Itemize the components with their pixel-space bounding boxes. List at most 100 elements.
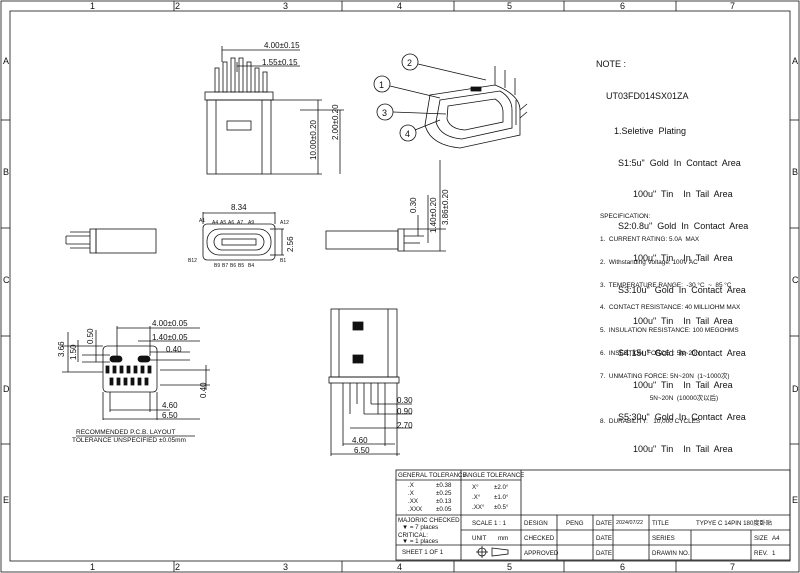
dim-label: 0.30 — [397, 396, 413, 405]
col-label: 4 — [397, 562, 402, 572]
ang-tol-key: X° — [472, 484, 479, 491]
plating-line: 100u" Tin In Tail Area — [618, 380, 733, 390]
dim-label: 0.40 — [166, 345, 182, 354]
specification-block: SPECIFICATION: 1. CURRENT RATING: 5.0A M… — [600, 198, 740, 433]
pcb-tolerance: TOLERANCE UNSPECIFIED ±0.05mm — [72, 437, 186, 444]
major-checked: MAJOR/IC CHECKED — [398, 517, 460, 524]
pin-label: A12 — [280, 220, 289, 226]
spec-item: 4. CONTACT RESISTANCE: 40 MILLIOHM MAX — [600, 304, 741, 312]
unit-value: mm — [498, 535, 509, 542]
dim-label: 4.00±0.15 — [264, 41, 300, 50]
pin-label: B5 — [238, 263, 244, 269]
ang-tol-key: .XX° — [472, 504, 485, 511]
pin-label: B9 — [214, 263, 220, 269]
gen-tol-key: .X — [408, 490, 414, 497]
row-label: B — [3, 167, 9, 177]
plating-line: 100u" Tin In Tail Area — [618, 189, 733, 200]
dim-label: 8.34 — [231, 203, 247, 212]
gen-tol-key: .XX — [408, 498, 418, 505]
col-label: 5 — [507, 1, 512, 11]
dim-label: 0.40 — [199, 382, 208, 398]
col-label: 3 — [283, 1, 288, 11]
series-label: SERIES — [652, 535, 675, 542]
gen-tol-key: .X — [408, 482, 414, 489]
date-label: DATE — [596, 520, 613, 527]
drawing-number-label: DRAWIN NO. — [652, 550, 690, 557]
callout-number: 3 — [382, 108, 387, 118]
dim-label: 2.00±0.20 — [331, 104, 340, 140]
ang-tol-value: ±0.5° — [494, 504, 509, 511]
row-label: D — [3, 384, 10, 394]
row-label: E — [792, 495, 798, 505]
col-label: 4 — [397, 1, 402, 11]
spec-item: 3. TEMPERATURE RANGE: -30 °C ~ 85 °C — [600, 281, 732, 289]
rev-label: REV. — [754, 550, 768, 557]
critical-label: CRITICAL: — [398, 532, 428, 539]
plating-line: S4:15u" Gold In Contact Area — [618, 348, 746, 359]
checked-label: CHECKED — [524, 535, 555, 542]
design-label: DESIGN — [524, 520, 548, 527]
plating-line: 100u" Tin In Tail Area — [618, 316, 733, 327]
pin-label: A4 — [212, 220, 218, 226]
dim-label: 1.40±0.20 — [429, 197, 438, 233]
spec-item: 7. UNMATING FORCE: 5N~20N (1~1000次) — [600, 372, 730, 380]
ang-tol-key: .X° — [472, 494, 481, 501]
dim-label: 0.90 — [397, 407, 413, 416]
dim-label: 2.56 — [286, 236, 295, 252]
plating-line: S2:0.8u" Gold In Contact Area — [618, 221, 749, 232]
pin-label: A1 — [199, 218, 205, 224]
sheet-label: SHEET 1 OF 1 — [402, 549, 444, 556]
spec-item: 2. Withstanding Voltage: 100V AC — [600, 258, 698, 266]
spec-item: 6. INSERTION FORCE : 5N~20N — [600, 349, 701, 357]
title-value: TYPYE C 14PIN 180度卧贴 — [696, 520, 772, 527]
ang-tol-value: ±2.0° — [494, 484, 509, 491]
critical-places: ▼ = 1 places — [402, 538, 439, 545]
dim-label: 1.40±0.05 — [152, 333, 188, 342]
date-label: DATE — [596, 535, 613, 542]
pin-label: A7 — [237, 220, 243, 226]
spec-title: SPECIFICATION: — [600, 213, 651, 221]
left-side-view — [65, 228, 157, 254]
spec-item: 5. INSULATION RESISTANCE: 100 MEGOHMS — [600, 327, 739, 335]
dim-label: 0.50 — [86, 328, 95, 344]
pin-label: B1 — [280, 258, 286, 264]
size-label: SIZE — [754, 535, 768, 542]
row-label: A — [792, 56, 798, 66]
col-label: 5 — [507, 562, 512, 572]
dim-label: 0.30 — [409, 197, 418, 213]
row-label: A — [3, 56, 9, 66]
col-label: 7 — [730, 562, 735, 572]
col-label: 1 — [90, 1, 95, 11]
date-label: DATE — [596, 550, 613, 557]
approved-label: APPROVED — [524, 550, 559, 557]
pcb-caption: RECOMMENDED P.C.B. LAYOUT — [76, 429, 175, 436]
dim-label: 6.50 — [354, 446, 370, 455]
spec-item: 8. DURABILITY: 10,000 CYCLES — [600, 418, 701, 426]
projection-symbol-icon — [476, 546, 509, 558]
gen-tol-value: ±0.38 — [436, 482, 452, 489]
unit-label: UNIT — [472, 535, 487, 542]
plating-line: S5:30u" Gold In Contact Area — [618, 411, 746, 422]
dim-label: 3.66 — [57, 341, 66, 357]
pin-label: A5 — [220, 220, 226, 226]
pin-label: B6 — [230, 263, 236, 269]
right-side-view — [325, 160, 446, 252]
callout-number: 2 — [407, 58, 412, 68]
dim-label: 6.50 — [162, 411, 178, 420]
title-label: TITLE — [652, 520, 669, 527]
plating-line: 100u" Tin In Tail Area — [618, 443, 733, 454]
pin-label: A6 — [228, 220, 234, 226]
plating-line: S3:10u" Gold In Contact Area — [618, 284, 746, 295]
spec-item: 5N~20N (10000次以后) — [600, 395, 719, 403]
bottom-view — [328, 308, 412, 456]
inner-border — [9, 10, 791, 562]
part-number: UT03FD014SX01ZA — [606, 90, 689, 101]
plating-line: 100u" Tin In Tail Area — [618, 252, 733, 263]
date-value: 2024/07/22 — [616, 520, 643, 526]
design-by: PENG — [566, 520, 584, 527]
notes-title: NOTE : — [596, 59, 627, 70]
pcb-layout-view — [62, 326, 210, 420]
row-label: C — [3, 275, 10, 285]
